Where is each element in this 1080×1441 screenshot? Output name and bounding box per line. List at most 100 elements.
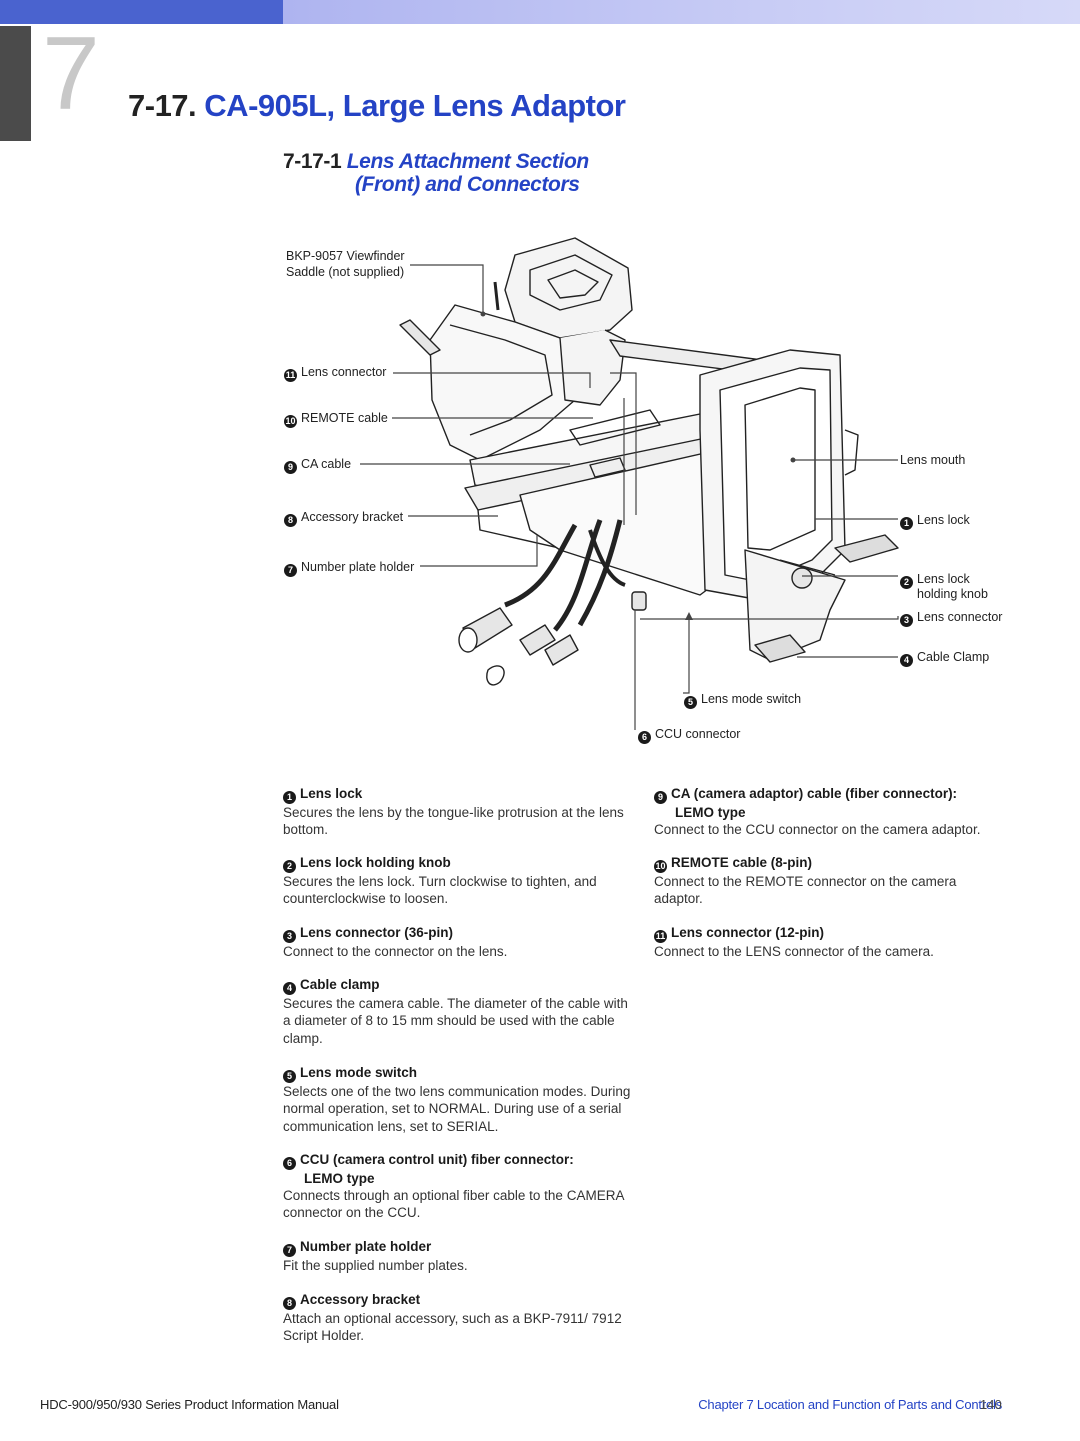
item-title: Number plate holder xyxy=(300,1239,432,1254)
item-number-badge: 10 xyxy=(654,860,667,873)
lens-adaptor-figure: BKP-9057 Viewfinder Saddle (not supplied… xyxy=(0,230,1080,750)
item-description: Fit the supplied number plates. xyxy=(283,1258,468,1273)
item-description: Connect to the REMOTE connector on the c… xyxy=(654,874,957,907)
item-title: Lens connector (36-pin) xyxy=(300,925,454,940)
chapter-number: 7 xyxy=(42,16,100,132)
item-description: Attach an optional accessory, such as a … xyxy=(283,1311,622,1344)
callout-lens-lock-knob-2: holding knob xyxy=(917,587,988,601)
callout-remote-cable: 10 REMOTE cable xyxy=(284,411,388,428)
callout-number-badge: 8 xyxy=(284,514,297,527)
callout-number-badge: 4 xyxy=(900,654,913,667)
item-number-badge: 8 xyxy=(283,1297,296,1310)
item-ca-cable: 9 CA (camera adaptor) cable (fiber connec… xyxy=(654,785,1004,838)
item-title: Lens lock xyxy=(300,786,363,801)
header-bar-light xyxy=(283,0,1080,24)
item-title: Lens connector (12-pin) xyxy=(671,925,825,940)
callout-lens-mouth: Lens mouth xyxy=(900,453,966,467)
item-lens-connector-36pin: 3 Lens connector (36-pin) Connect to the … xyxy=(283,924,633,960)
page-title: 7-17. CA-905L, Large Lens Adaptor xyxy=(128,88,626,124)
callout-label: Number plate holder xyxy=(301,560,415,574)
callout-label: REMOTE cable xyxy=(301,411,388,425)
item-title: CA (camera adaptor) cable (fiber connect… xyxy=(671,786,958,801)
item-heading: 8 Accessory bracket xyxy=(283,1291,633,1310)
item-title: Lens mode switch xyxy=(300,1065,418,1080)
footer-chapter-link[interactable]: Chapter 7 Location and Function of Parts… xyxy=(698,1397,1002,1412)
subtitle-line-2: (Front) and Connectors xyxy=(355,173,580,196)
item-heading: 7 Number plate holder xyxy=(283,1238,633,1257)
callout-label: Lens connector xyxy=(917,610,1003,624)
callout-label: Cable Clamp xyxy=(917,650,990,664)
item-heading: 9 CA (camera adaptor) cable (fiber connec… xyxy=(654,785,1004,821)
item-number-badge: 6 xyxy=(283,1157,296,1170)
header-bar-dark xyxy=(0,0,283,24)
callout-number-badge: 1 xyxy=(900,517,913,530)
chapter-tab xyxy=(0,26,31,141)
item-heading: 5 Lens mode switch xyxy=(283,1064,633,1083)
item-number-badge: 9 xyxy=(654,791,667,804)
item-heading: 6 CCU (camera control unit) fiber connect… xyxy=(283,1151,633,1187)
item-heading: 10 REMOTE cable (8-pin) xyxy=(654,854,1004,873)
item-remote-cable: 10 REMOTE cable (8-pin) Connect to the RE… xyxy=(654,854,1004,908)
callout-number-plate-holder: 7 Number plate holder xyxy=(284,560,414,577)
callout-lens-connector-12pin: 11 Lens connector xyxy=(284,365,386,382)
callout-lens-lock-knob: 2 Lens lock xyxy=(900,572,970,589)
callout-label: Lens lock xyxy=(917,572,970,586)
subtitle-line-1: Lens Attachment Section xyxy=(346,150,589,173)
callout-cable-clamp: 4 Cable Clamp xyxy=(900,650,989,667)
callout-label: Accessory bracket xyxy=(301,510,404,524)
callout-number-badge: 3 xyxy=(900,614,913,627)
item-title: Cable clamp xyxy=(300,977,380,992)
item-description: Secures the camera cable. The diameter o… xyxy=(283,996,628,1046)
item-description: Secures the lens lock. Turn clockwise to… xyxy=(283,874,597,907)
callout-number-badge: 11 xyxy=(284,369,297,382)
callout-lens-mode-switch: 5 Lens mode switch xyxy=(684,692,801,709)
callout-label: CCU connector xyxy=(655,727,741,741)
callout-label: Lens connector xyxy=(301,365,387,379)
callout-number-badge: 10 xyxy=(284,415,297,428)
item-accessory-bracket: 8 Accessory bracket Attach an optional ac… xyxy=(283,1291,633,1345)
callout-viewfinder-saddle-1: BKP-9057 Viewfinder xyxy=(286,249,405,263)
item-title: CCU (camera control unit) fiber connecto… xyxy=(300,1152,574,1167)
item-heading: 3 Lens connector (36-pin) xyxy=(283,924,633,943)
callout-number-badge: 7 xyxy=(284,564,297,577)
item-title-line-2: LEMO type xyxy=(675,805,746,820)
item-description: Secures the lens by the tongue-like prot… xyxy=(283,805,624,838)
title-name: CA-905L, Large Lens Adaptor xyxy=(204,88,626,123)
callout-accessory-bracket: 8 Accessory bracket xyxy=(284,510,403,527)
callout-number-badge: 5 xyxy=(684,696,697,709)
callout-number-badge: 2 xyxy=(900,576,913,589)
callout-viewfinder-saddle-2: Saddle (not supplied) xyxy=(286,265,405,279)
callout-label: Lens mode switch xyxy=(701,692,802,706)
footer-page-number: 140 xyxy=(980,1397,1002,1412)
callout-number-badge: 6 xyxy=(638,731,651,744)
item-description: Connects through an optional fiber cable… xyxy=(283,1188,624,1221)
section-subtitle: 7-17-1 Lens Attachment Section (Front) a… xyxy=(283,150,589,196)
item-title: Accessory bracket xyxy=(300,1292,421,1307)
item-description: Connect to the connector on the lens. xyxy=(283,944,508,959)
subtitle-number: 7-17-1 xyxy=(283,150,342,173)
item-description: Selects one of the two lens communicatio… xyxy=(283,1084,631,1134)
item-lens-mode-switch: 5 Lens mode switch Selects one of the two… xyxy=(283,1064,633,1135)
item-number-badge: 2 xyxy=(283,860,296,873)
item-number-badge: 5 xyxy=(283,1070,296,1083)
callout-ccu-connector: 6 CCU connector xyxy=(638,727,740,744)
item-number-badge: 7 xyxy=(283,1244,296,1257)
item-description: Connect to the LENS connector of the cam… xyxy=(654,944,934,959)
item-number-plate-holder: 7 Number plate holder Fit the supplied nu… xyxy=(283,1238,633,1274)
item-number-badge: 3 xyxy=(283,930,296,943)
item-title: REMOTE cable (8-pin) xyxy=(671,855,813,870)
item-ccu-fiber-connector: 6 CCU (camera control unit) fiber connect… xyxy=(283,1151,633,1222)
lens-adaptor-illustration xyxy=(360,237,899,730)
title-number: 7-17. xyxy=(128,88,197,123)
item-title-line-2: LEMO type xyxy=(304,1171,375,1186)
callout-lens-connector-36pin: 3 Lens connector xyxy=(900,610,1002,627)
